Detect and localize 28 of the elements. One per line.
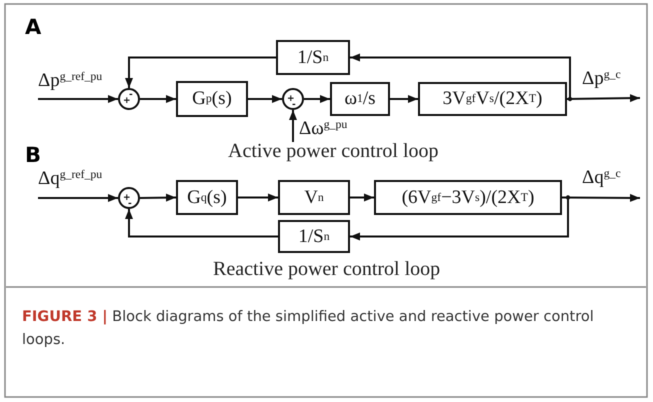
summing-junction [282, 88, 304, 110]
summing-junction [118, 187, 140, 209]
arrow [289, 110, 297, 142]
arrow [125, 209, 278, 238]
panel-letter: B [25, 143, 42, 167]
arrow [304, 95, 330, 103]
sign: - [129, 91, 133, 100]
sign: - [128, 200, 132, 209]
arrow [350, 194, 374, 202]
sign: - [292, 101, 296, 110]
arrow [140, 95, 176, 103]
arrow [350, 54, 571, 100]
arrow [248, 95, 282, 103]
arrow [140, 194, 176, 202]
summing-junction [118, 88, 140, 110]
arrow [38, 95, 118, 103]
figure-caption: FIGURE 3 | Block diagrams of the simplified active and reactive power control loops. [22, 308, 595, 350]
arrow [125, 56, 276, 88]
panel-letter: A [25, 15, 42, 39]
arrow [350, 196, 569, 240]
arrow [238, 194, 278, 202]
loop-title: Active power control loop [228, 140, 438, 163]
sign: + [123, 97, 131, 106]
arrow [38, 194, 118, 202]
sign: + [287, 95, 295, 104]
loop-title: Reactive power control loop [213, 258, 440, 281]
arrow [390, 95, 418, 103]
sign: + [123, 194, 131, 203]
